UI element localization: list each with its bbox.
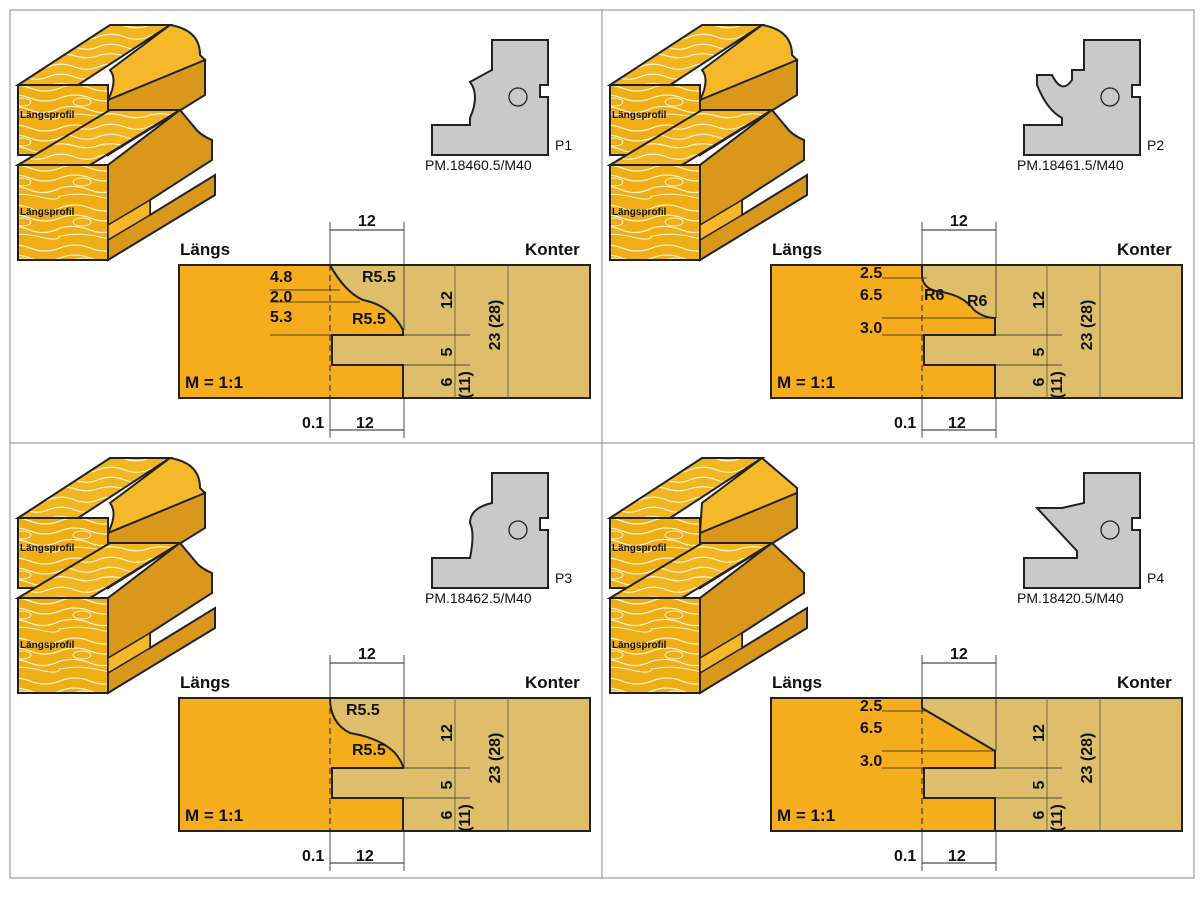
- panel-p2: Längsprofil Längsprofil P2 PM.18461.5/M4…: [606, 23, 1183, 438]
- wood-block-illustration: Längsprofil Längsprofil: [606, 23, 808, 262]
- dim-right-b: 5: [1031, 347, 1048, 356]
- dim-right-a: 12: [439, 724, 456, 742]
- tool-code: PM.18461.5/M40: [1017, 157, 1124, 173]
- dim-right-c: 6: [439, 377, 456, 386]
- side-label-left: Längs: [772, 240, 822, 259]
- tool-tag: P1: [555, 137, 572, 153]
- dim-radius: R5.5: [346, 702, 380, 719]
- wood-block-illustration: Längsprofil Längsprofil: [14, 23, 216, 262]
- dim-radius: R5.5: [352, 311, 386, 328]
- profile-drawing: Längs Konter M = 1:1 12 0.1 12 2.5 6.5 3…: [770, 213, 1183, 438]
- side-label-left: Längs: [180, 673, 230, 692]
- dim-bottom-width: 12: [356, 415, 374, 432]
- dim-left: 4.8: [270, 269, 292, 286]
- panel-p1: Längsprofil Längsprofil P1 PM.18460.5/M4…: [14, 23, 591, 438]
- dim-radius: R5.5: [352, 742, 386, 759]
- cutter-tool-icon: P2 PM.18461.5/M40: [1017, 39, 1164, 173]
- cutter-tool-icon: P4 PM.18420.5/M40: [1017, 472, 1164, 606]
- dim-left: 3.0: [860, 320, 882, 337]
- dim-right-c: 6: [439, 810, 456, 819]
- block-label: Längsprofil: [20, 640, 75, 651]
- side-label-right: Konter: [525, 240, 580, 259]
- panel-p4: Längsprofil Längsprofil P4 PM.18420.5/M4…: [606, 456, 1183, 871]
- dim-right-total: 23 (28): [1079, 300, 1096, 351]
- dim-right-a: 12: [1031, 724, 1048, 742]
- dim-right-c-alt: (11): [457, 371, 474, 399]
- profile-drawing: Längs Konter M = 1:1 12 0.1 12 4.8 2.0 5…: [178, 213, 591, 438]
- wood-block-illustration: Längsprofil Längsprofil: [14, 456, 216, 695]
- scale-label: M = 1:1: [777, 806, 835, 825]
- dim-right-c-alt: (11): [457, 804, 474, 832]
- dim-right-b: 5: [1031, 780, 1048, 789]
- scale-label: M = 1:1: [185, 806, 243, 825]
- tool-tag: P4: [1147, 570, 1164, 586]
- scale-label: M = 1:1: [185, 373, 243, 392]
- block-label: Längsprofil: [20, 110, 75, 121]
- dim-bottom-gap: 0.1: [302, 848, 324, 865]
- dim-radius: R5.5: [362, 269, 396, 286]
- wood-block-illustration: Längsprofil Längsprofil: [606, 456, 808, 695]
- dim-bottom-width: 12: [948, 415, 966, 432]
- cutter-tool-icon: P1 PM.18460.5/M40: [425, 39, 572, 173]
- dim-right-c-alt: (11): [1049, 804, 1066, 832]
- tool-tag: P2: [1147, 137, 1164, 153]
- tool-code: PM.18462.5/M40: [425, 590, 532, 606]
- dim-right-b: 5: [439, 780, 456, 789]
- block-label: Längsprofil: [612, 207, 667, 218]
- side-label-right: Konter: [1117, 673, 1172, 692]
- side-label-right: Konter: [525, 673, 580, 692]
- profile-drawing: Längs Konter M = 1:1 12 0.1 12 R5.5 R5.5…: [178, 646, 591, 871]
- dim-top-width: 12: [358, 213, 376, 230]
- dim-right-a: 12: [1031, 291, 1048, 309]
- dim-left: 6.5: [860, 720, 882, 737]
- panel-p3: Längsprofil Längsprofil P3 PM.18462.5/M4…: [14, 456, 591, 871]
- dim-top-width: 12: [950, 646, 968, 663]
- dim-bottom-gap: 0.1: [894, 415, 916, 432]
- dim-bottom-width: 12: [356, 848, 374, 865]
- dim-right-a: 12: [439, 291, 456, 309]
- cutter-tool-icon: P3 PM.18462.5/M40: [425, 472, 572, 606]
- dim-bottom-width: 12: [948, 848, 966, 865]
- side-label-left: Längs: [180, 240, 230, 259]
- side-label-right: Konter: [1117, 240, 1172, 259]
- dim-right-b: 5: [439, 347, 456, 356]
- dim-left: 6.5: [860, 287, 882, 304]
- dim-top-width: 12: [358, 646, 376, 663]
- profile-drawing: Längs Konter M = 1:1 12 0.1 12 2.5 6.5 3…: [770, 646, 1183, 871]
- dim-right-c: 6: [1031, 377, 1048, 386]
- block-label: Längsprofil: [20, 207, 75, 218]
- dim-right-c: 6: [1031, 810, 1048, 819]
- block-label: Längsprofil: [20, 543, 75, 554]
- dim-top-width: 12: [950, 213, 968, 230]
- dim-right-total: 23 (28): [487, 300, 504, 351]
- dim-right-c-alt: (11): [1049, 371, 1066, 399]
- dim-left: 2.0: [270, 289, 292, 306]
- tool-tag: P3: [555, 570, 572, 586]
- dim-left: 5.3: [270, 309, 292, 326]
- dim-left: 3.0: [860, 753, 882, 770]
- block-label: Längsprofil: [612, 543, 667, 554]
- dim-radius: R6: [967, 293, 988, 310]
- block-label: Längsprofil: [612, 110, 667, 121]
- scale-label: M = 1:1: [777, 373, 835, 392]
- tool-code: PM.18460.5/M40: [425, 157, 532, 173]
- dim-right-total: 23 (28): [1079, 733, 1096, 784]
- block-label: Längsprofil: [612, 640, 667, 651]
- dim-left: 2.5: [860, 698, 882, 715]
- dim-bottom-gap: 0.1: [302, 415, 324, 432]
- dim-left: 2.5: [860, 265, 882, 282]
- dim-radius: R6: [924, 287, 945, 304]
- dim-bottom-gap: 0.1: [894, 848, 916, 865]
- tool-code: PM.18420.5/M40: [1017, 590, 1124, 606]
- dim-right-total: 23 (28): [487, 733, 504, 784]
- side-label-left: Längs: [772, 673, 822, 692]
